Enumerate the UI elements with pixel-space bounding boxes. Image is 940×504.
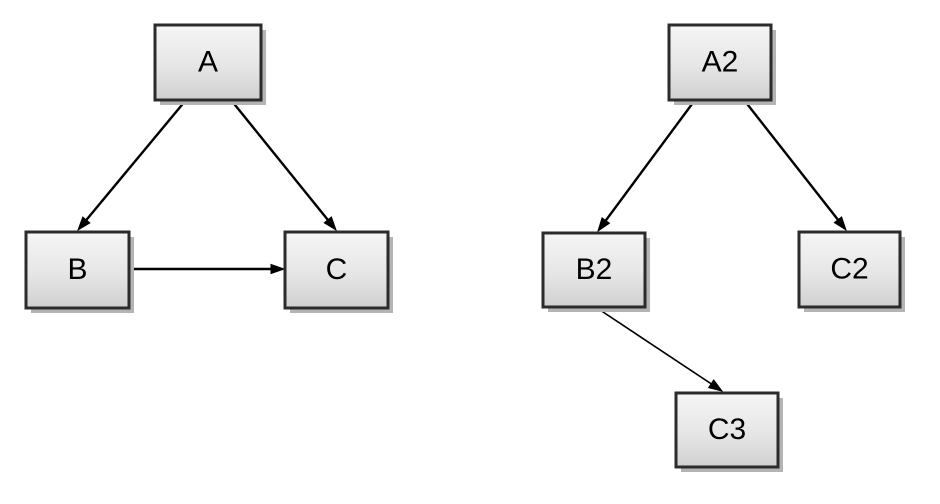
node-box-a2[interactable] bbox=[667, 23, 773, 102]
node-box-c3[interactable] bbox=[674, 391, 780, 469]
arrowhead-b-to-c bbox=[270, 263, 286, 275]
edge-a-to-b bbox=[85, 99, 187, 221]
node-c2[interactable]: C2 bbox=[797, 230, 905, 312]
edge-a2-to-c2 bbox=[743, 99, 839, 221]
edge-group-graph-right bbox=[596, 99, 847, 392]
arrowhead-a-to-b bbox=[77, 216, 91, 232]
edges-layer bbox=[77, 99, 847, 392]
node-a[interactable]: A bbox=[153, 23, 266, 105]
arrowhead-a2-to-c2 bbox=[833, 216, 847, 232]
node-box-b2[interactable] bbox=[541, 231, 647, 309]
node-group-graph-left: A B C bbox=[24, 23, 393, 313]
node-b[interactable]: B bbox=[24, 230, 134, 313]
arrowhead-a2-to-b2 bbox=[597, 216, 611, 233]
node-box-c2[interactable] bbox=[797, 230, 902, 309]
node-c3[interactable]: C3 bbox=[674, 391, 783, 472]
edge-b2-to-c3 bbox=[596, 307, 712, 385]
edge-a2-to-b2 bbox=[604, 99, 696, 222]
arrowhead-a-to-c bbox=[323, 216, 337, 232]
node-box-c[interactable] bbox=[283, 230, 390, 310]
edge-a-to-c bbox=[230, 99, 329, 221]
edge-group-graph-left bbox=[77, 99, 337, 275]
node-c[interactable]: C bbox=[283, 230, 393, 313]
node-box-a[interactable] bbox=[153, 23, 263, 102]
node-a2[interactable]: A2 bbox=[667, 23, 776, 105]
node-box-b[interactable] bbox=[24, 230, 131, 310]
node-b2[interactable]: B2 bbox=[541, 231, 650, 312]
arrowhead-b2-to-c3 bbox=[707, 379, 724, 392]
